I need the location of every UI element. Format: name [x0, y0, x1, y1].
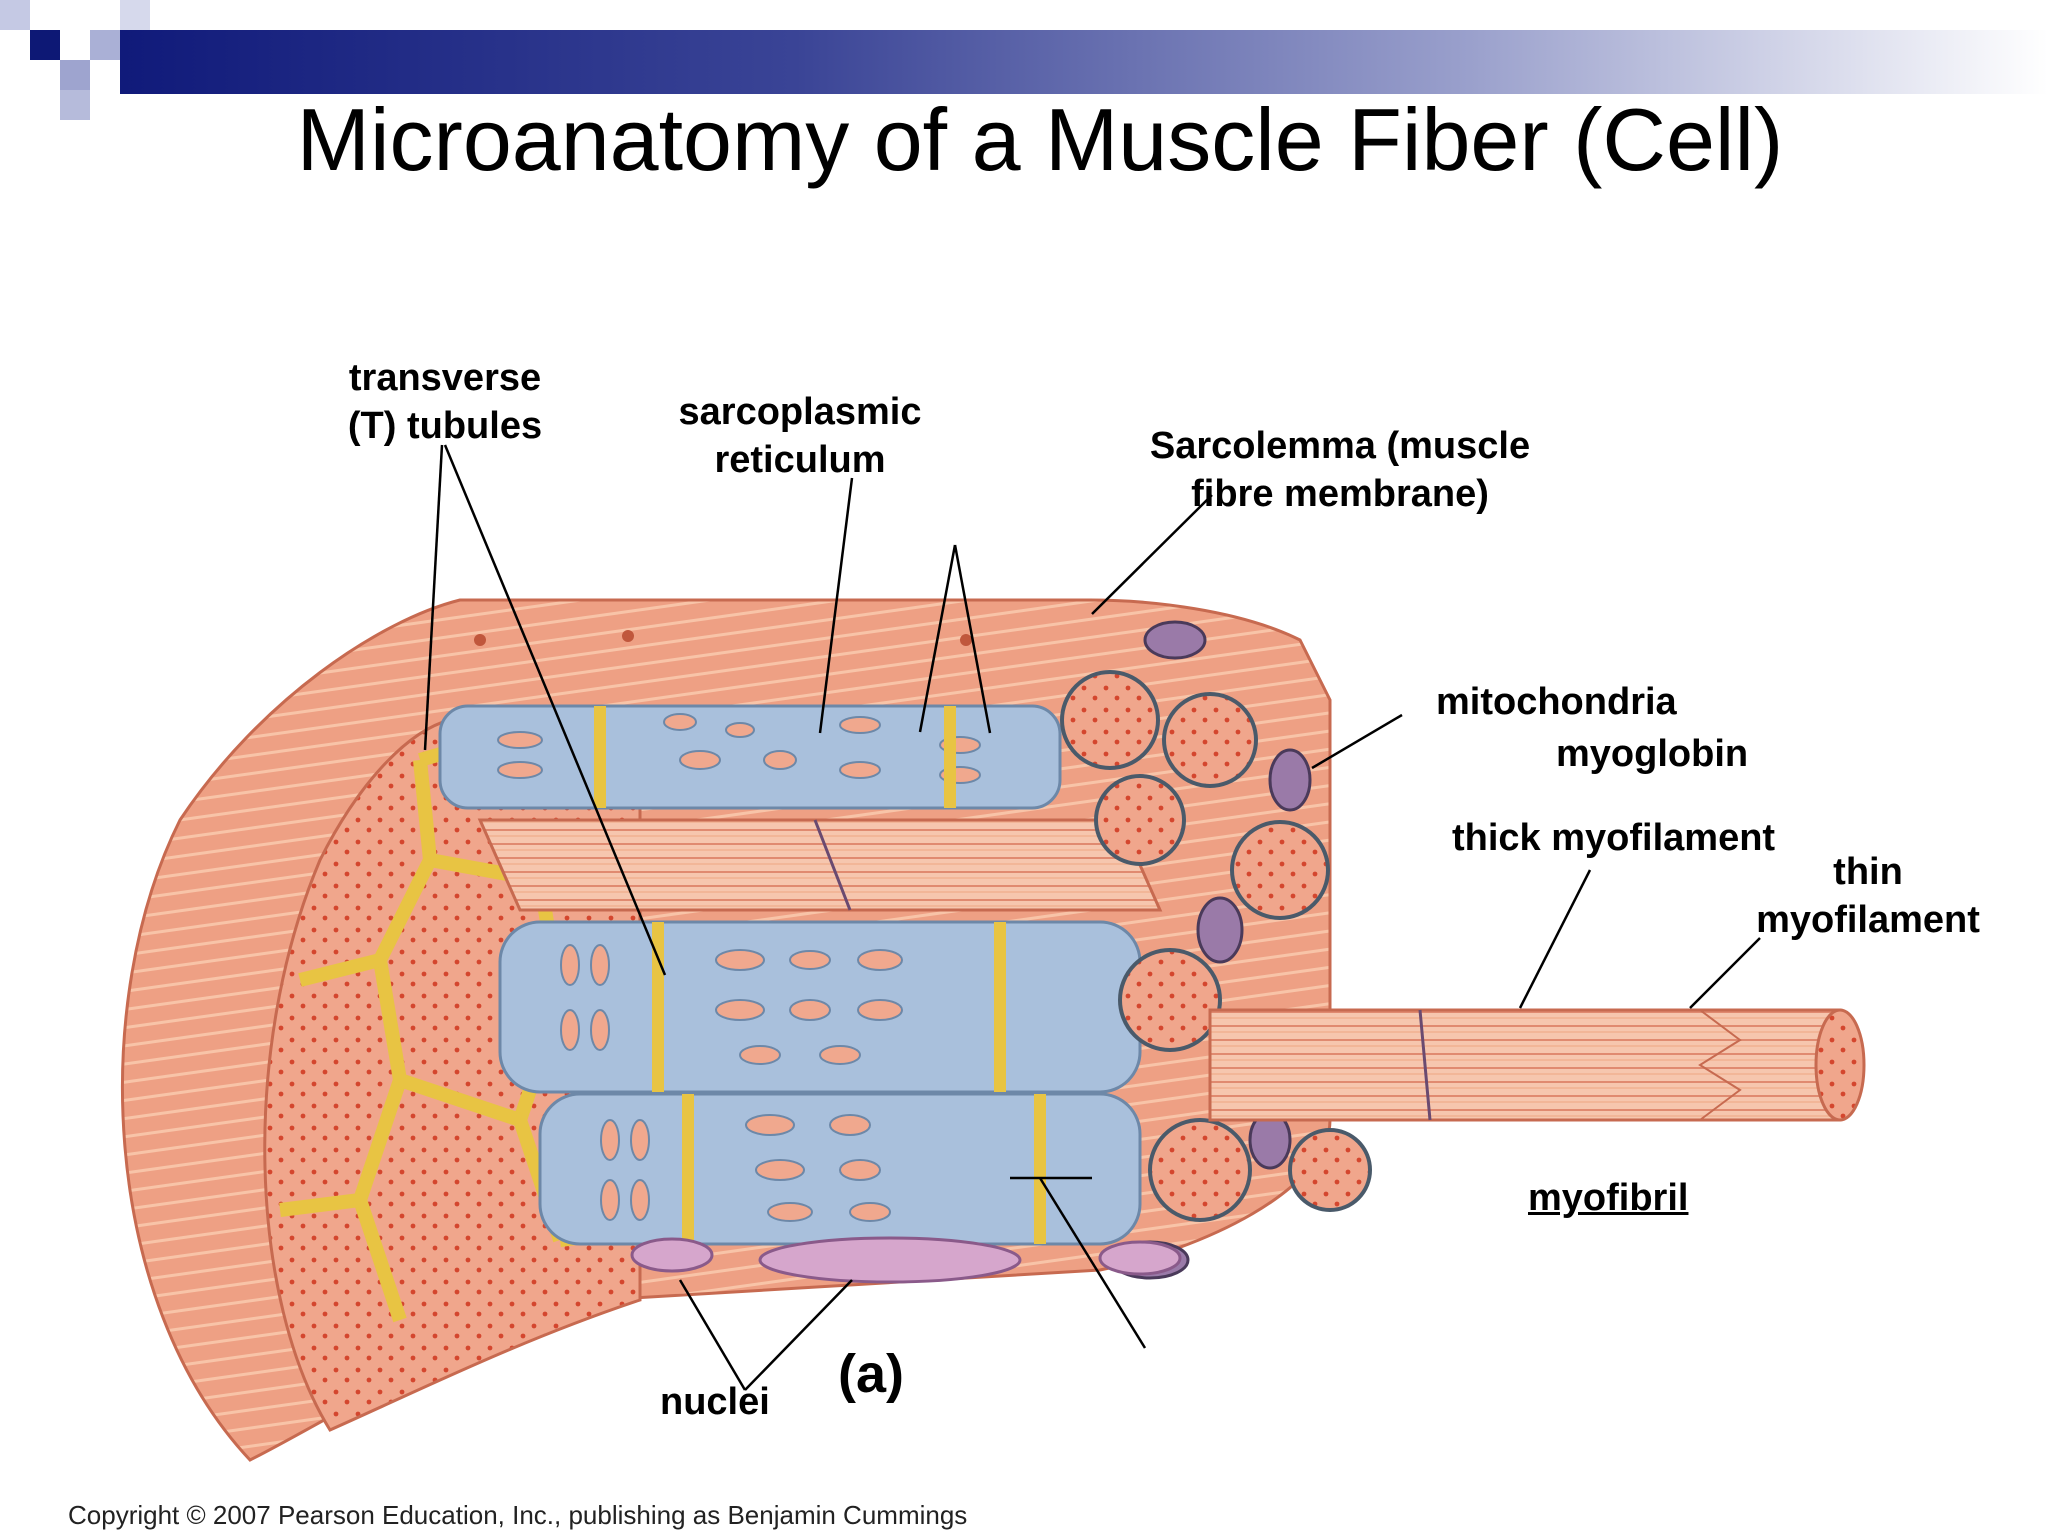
slide-title: Microanatomy of a Muscle Fiber (Cell) — [296, 90, 1784, 189]
extruded-myofibril — [1208, 1008, 1866, 1122]
label-myoglobin: myoglobin — [1556, 733, 1749, 775]
corner-square-light — [120, 0, 150, 30]
label-sr-line1: sarcoplasmic — [678, 391, 922, 433]
label-sarcolemma: Sarcolemma (muscle fibre membrane) — [1120, 422, 1560, 518]
label-thick-myofilament: thick myofilament — [1452, 817, 1776, 859]
header-banner — [120, 30, 2048, 94]
corner-square-light — [0, 0, 30, 30]
label-thin-myofilament: thin myofilament — [1748, 848, 1988, 944]
label-t-tubules-line1: transverse — [348, 357, 542, 399]
leader-lines — [423, 444, 1761, 1391]
label-nuclei: nuclei — [660, 1381, 770, 1423]
panel-label: (a) — [838, 1344, 904, 1404]
t-tubule-rings — [594, 706, 1046, 1244]
label-mitochondria: mitochondria — [1436, 681, 1677, 723]
label-sarcoplasmic-reticulum: sarcoplasmic reticulum — [660, 388, 940, 484]
label-myofibril: myofibril — [1528, 1177, 1689, 1219]
label-thin-line2: myofilament — [1756, 899, 1980, 941]
label-sarcolemma-line1: Sarcolemma (muscle — [1149, 425, 1531, 467]
corner-square-light — [90, 30, 120, 60]
corner-square-light — [60, 90, 90, 120]
copyright-notice: Copyright © 2007 Pearson Education, Inc.… — [68, 1500, 968, 1530]
corner-square-light — [60, 60, 90, 90]
label-sr-line2: reticulum — [714, 439, 886, 481]
label-t-tubules: transverse (T) tubules — [330, 354, 560, 450]
label-sarcolemma-line2: fibre membrane) — [1191, 473, 1489, 515]
label-thin-line1: thin — [1833, 851, 1903, 893]
corner-square-dark — [30, 30, 60, 60]
myofibril-ends — [1060, 670, 1372, 1222]
nuclei-shapes — [630, 1236, 1182, 1284]
myofibril-middle — [477, 818, 1163, 912]
label-t-tubules-line2: (T) tubules — [347, 405, 543, 447]
